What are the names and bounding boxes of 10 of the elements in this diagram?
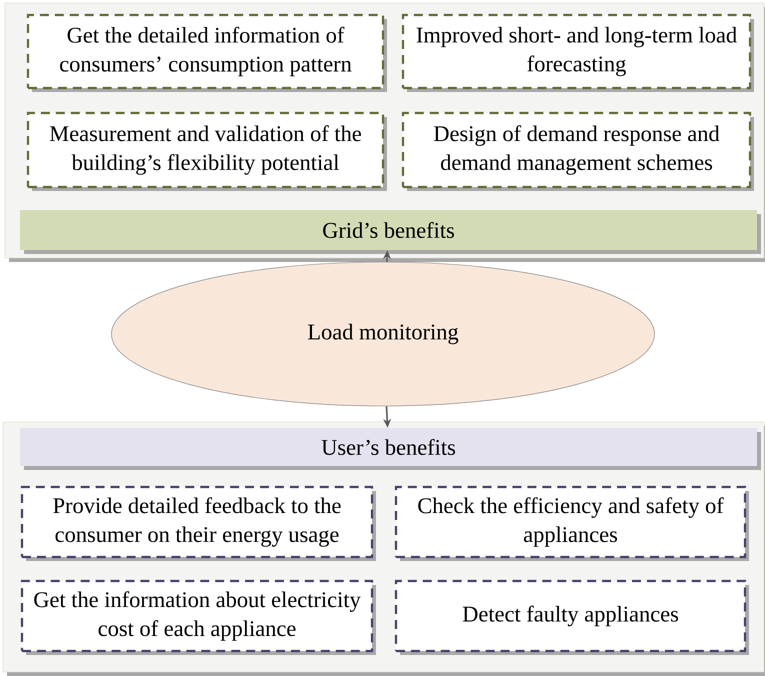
dashed-box: Design of demand response and demand management schemes <box>402 112 754 191</box>
dashed-box: Check the efficiency and safety of appliances <box>394 486 749 561</box>
dashed-box: Get the information about electricity cost of each appliance <box>20 580 376 655</box>
dashed-box: Get the detailed information of consumers’ consumption pattern <box>26 14 387 92</box>
dashed-box: Measurement and validation of the building’s flexibility potential <box>26 112 387 191</box>
heading-band: User’s benefits <box>20 428 761 470</box>
dashed-box: Provide detailed feedback to the consumer on their energy usage <box>20 486 376 561</box>
dashed-box: Detect faulty appliances <box>394 580 749 655</box>
heading-band: Grid’s benefits <box>20 210 761 254</box>
dashed-box: Improved short- and long-term load forecasting <box>402 14 754 92</box>
